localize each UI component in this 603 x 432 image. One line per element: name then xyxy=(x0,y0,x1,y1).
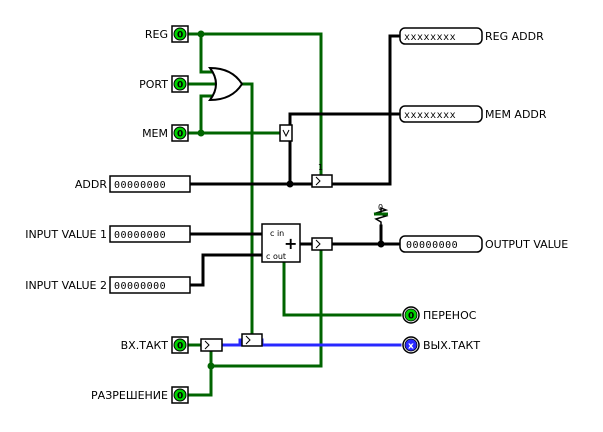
addr-label: ADDR xyxy=(75,178,107,191)
svg-text:00000000: 00000000 xyxy=(114,230,166,241)
svg-text:00000000: 00000000 xyxy=(114,180,166,191)
wire-enable-bus xyxy=(209,246,323,368)
enable-input-pin[interactable]: 0 xyxy=(171,386,189,404)
carry-label: ПЕРЕНОС xyxy=(423,309,477,322)
adder-cout-label: c out xyxy=(266,252,286,261)
output-value-pin: 00000000 xyxy=(399,235,483,253)
clock-register-1-icon[interactable] xyxy=(200,338,223,352)
svg-text:00000000: 00000000 xyxy=(406,240,458,251)
mem-addr-label: MEM ADDR xyxy=(485,108,547,121)
addr-register-icon[interactable]: 1 xyxy=(311,163,333,188)
svg-text:0: 0 xyxy=(177,392,183,402)
register-small-label: 1 xyxy=(318,163,323,172)
port-input-pin[interactable]: 0 xyxy=(171,75,189,93)
adder-plus-symbol: + xyxy=(284,234,297,253)
clock-input-pin[interactable]: 0 xyxy=(171,336,189,354)
output-value-label: OUTPUT VALUE xyxy=(485,238,568,251)
junctions xyxy=(197,30,385,370)
svg-text:0: 0 xyxy=(177,130,183,140)
mem-mux-icon[interactable] xyxy=(279,124,293,142)
mem-label: MEM xyxy=(142,127,168,140)
pulldown-value: 0 xyxy=(378,203,383,212)
clock-output-pin: x xyxy=(402,336,420,354)
pull-resistor-icon: 0 xyxy=(373,203,389,226)
svg-text:0: 0 xyxy=(177,342,183,352)
output-register-icon[interactable] xyxy=(311,237,333,251)
wire-reg-or xyxy=(199,32,216,74)
mem-input-pin[interactable]: 0 xyxy=(171,124,189,142)
wire-reg xyxy=(188,32,323,178)
clock-input-label: ВХ.ТАКТ xyxy=(121,339,169,352)
wires-black xyxy=(188,34,402,287)
svg-text:0: 0 xyxy=(177,31,183,41)
svg-text:0: 0 xyxy=(408,312,414,322)
wires-green xyxy=(188,32,402,397)
wire-mem-addr xyxy=(288,112,402,129)
reg-addr-label: REG ADDR xyxy=(485,30,544,43)
input-value-2-pin[interactable]: 00000000 xyxy=(109,276,191,294)
reg-input-pin[interactable]: 0 xyxy=(171,25,189,43)
enable-input-label: РАЗРЕШЕНИЕ xyxy=(91,389,168,402)
svg-text:0: 0 xyxy=(177,81,183,91)
clock-register-2-icon[interactable] xyxy=(241,333,263,347)
adder-icon[interactable]: c in c out + xyxy=(261,223,301,263)
addr-input-pin[interactable]: 00000000 xyxy=(109,175,191,193)
adder-cin-label: c in xyxy=(270,229,284,238)
reg-label: REG xyxy=(145,28,168,41)
wire-input2 xyxy=(188,253,264,287)
clock-output-label: ВЫХ.ТАКТ xyxy=(423,339,480,352)
wire-or-out xyxy=(238,82,254,336)
reg-addr-output-pin: xxxxxxxx xyxy=(399,27,483,45)
or-gate-icon[interactable] xyxy=(208,66,244,102)
svg-text:00000000: 00000000 xyxy=(114,281,166,292)
svg-text:x: x xyxy=(408,342,414,352)
carry-output-pin: 0 xyxy=(402,306,420,324)
input-value-1-label: INPUT VALUE 1 xyxy=(25,228,107,241)
mem-addr-output-pin: xxxxxxxx xyxy=(399,105,483,123)
svg-text:xxxxxxxx: xxxxxxxx xyxy=(404,32,456,43)
wire-reg-addr xyxy=(330,34,402,186)
port-label: PORT xyxy=(139,78,168,91)
wire-mem-or xyxy=(188,94,216,135)
svg-text:xxxxxxxx: xxxxxxxx xyxy=(404,110,456,121)
input-value-2-label: INPUT VALUE 2 xyxy=(25,279,107,292)
input-value-1-pin[interactable]: 00000000 xyxy=(109,225,191,243)
wire-carry xyxy=(282,260,402,317)
wire-enable xyxy=(188,350,213,397)
